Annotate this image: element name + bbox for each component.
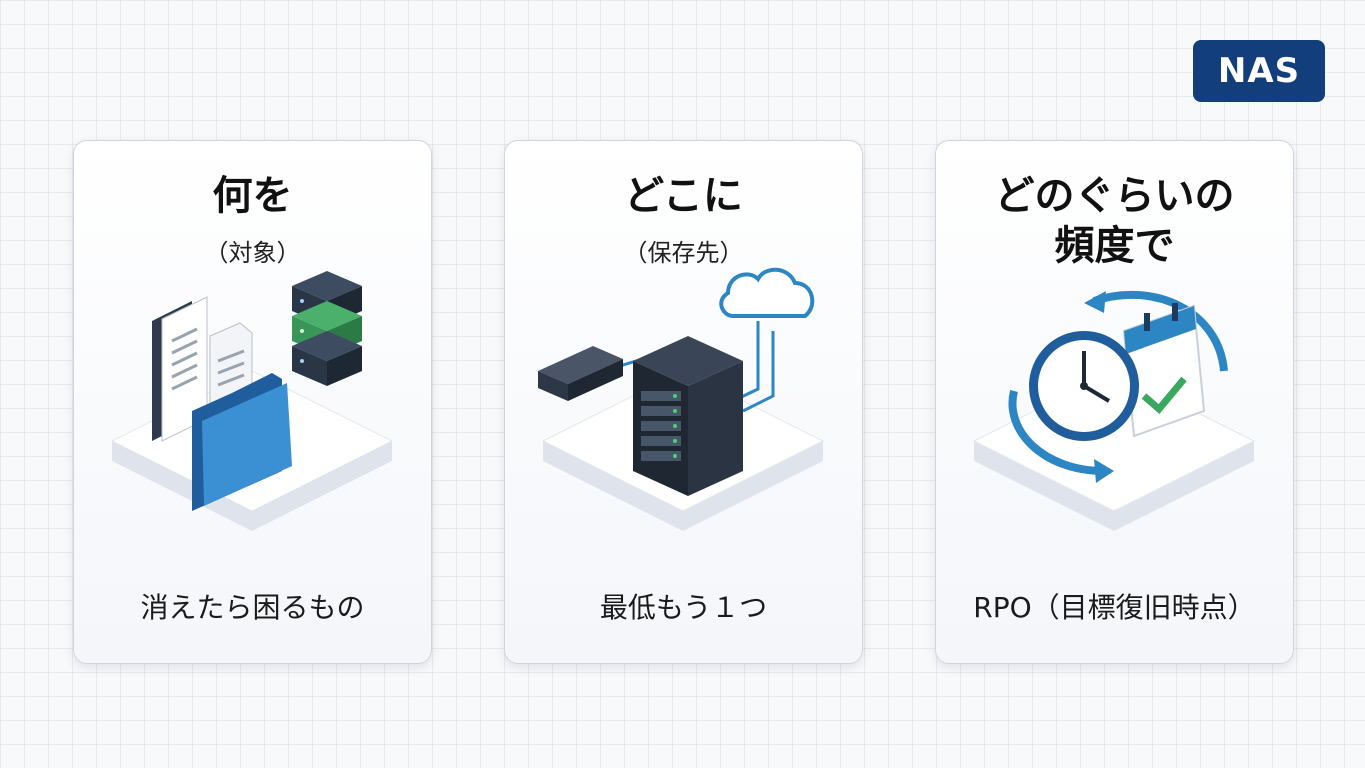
nas-and-cloud-icon (538, 267, 825, 531)
card-destination: どこに （保存先） 最低もう１つ (504, 140, 863, 664)
card-subtitle: （対象） (204, 239, 301, 267)
card-title: 何を (212, 173, 293, 219)
files-and-servers-icon (110, 271, 394, 531)
card-title-line2: 頻度で (1054, 223, 1175, 269)
card-title-line1: どのぐらいの (994, 173, 1235, 219)
card-frequency: どのぐらいの 頻度で RPO（目標復旧時点） (935, 140, 1294, 664)
card-footer: 最低もう１つ (599, 591, 768, 624)
card-title: どこに (624, 173, 743, 219)
card-footer: RPO（目標復旧時点） (973, 591, 1256, 624)
card-subtitle: （保存先） (623, 239, 744, 267)
clock-calendar-icon (972, 290, 1256, 531)
card-footer: 消えたら困るもの (140, 591, 365, 624)
nas-badge: NAS (1193, 40, 1325, 102)
card-target: 何を （対象） (73, 140, 432, 664)
